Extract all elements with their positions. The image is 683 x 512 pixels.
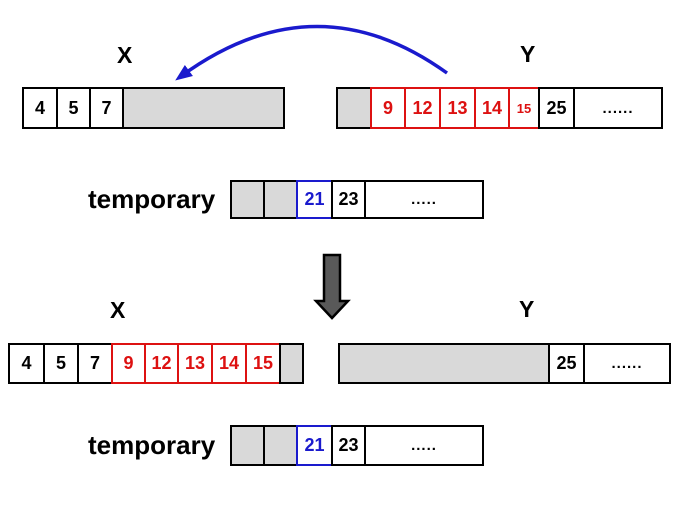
array-cell (230, 425, 265, 466)
array-cell: 13 (177, 343, 213, 384)
array-cell: 5 (43, 343, 79, 384)
array-cell: 4 (8, 343, 45, 384)
array-cell (230, 180, 265, 219)
array-cell: 25 (548, 343, 585, 384)
array-cell: ...... (573, 87, 663, 129)
y-array-label-before: Y (520, 41, 536, 67)
y-array-after: 25...... (338, 343, 671, 384)
array-cell: 21 (296, 425, 333, 466)
array-cell: 9 (111, 343, 146, 384)
array-cell: 14 (474, 87, 510, 129)
array-cell: 5 (56, 87, 91, 129)
array-cell (122, 87, 285, 129)
x-array-label-before: X (117, 42, 133, 68)
array-cell: ..... (364, 180, 484, 219)
array-cell: 15 (508, 87, 540, 129)
transform-down-arrow-icon (313, 253, 351, 320)
array-cell: ...... (583, 343, 671, 384)
array-cell (279, 343, 304, 384)
array-cell (338, 343, 550, 384)
array-cell: 15 (245, 343, 281, 384)
array-cell: 23 (331, 425, 366, 466)
temporary-label-before: temporary (88, 184, 216, 214)
array-cell: 12 (404, 87, 441, 129)
array-cell: 7 (77, 343, 113, 384)
array-cell (263, 425, 298, 466)
array-cell (263, 180, 298, 219)
x-array-label-after: X (110, 297, 126, 323)
array-cell: 13 (439, 87, 476, 129)
array-cell: 4 (22, 87, 58, 129)
array-cell: ..... (364, 425, 484, 466)
array-cell: 7 (89, 87, 124, 129)
array-cell: 14 (211, 343, 247, 384)
y-array-label-after: Y (519, 296, 535, 322)
array-cell: 23 (331, 180, 366, 219)
array-cell: 9 (370, 87, 406, 129)
move-segment-arrow-icon (175, 24, 449, 81)
array-cell (336, 87, 372, 129)
array-cell: 25 (538, 87, 575, 129)
temporary-label-after: temporary (88, 430, 216, 460)
array-cell: 21 (296, 180, 333, 219)
array-cell: 12 (144, 343, 179, 384)
